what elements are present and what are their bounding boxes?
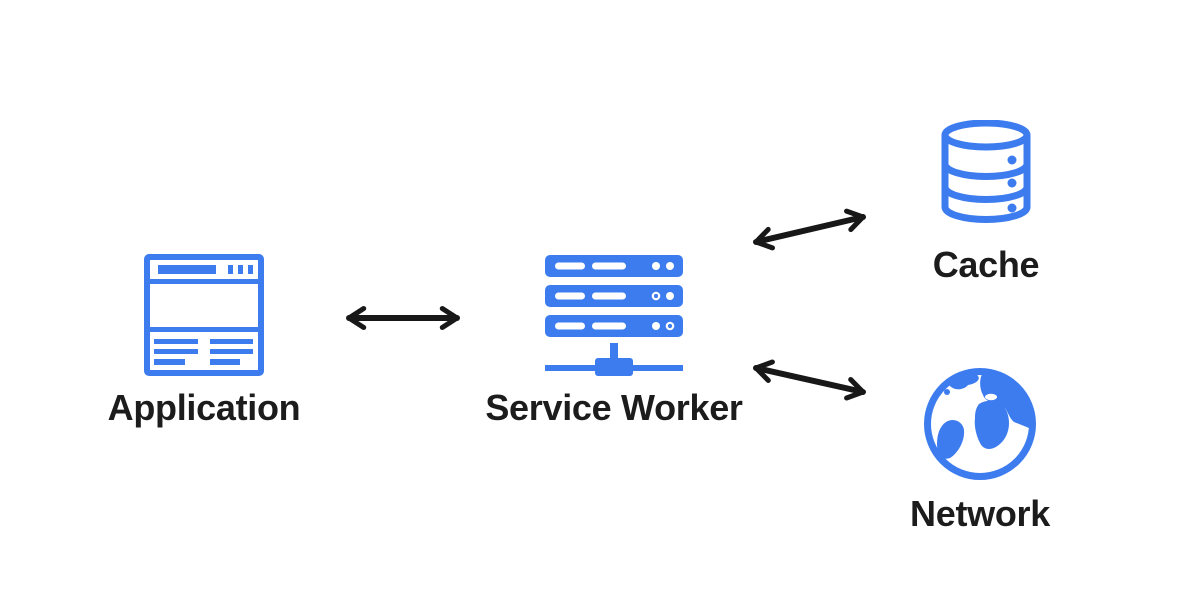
node-network: Network [830,362,1130,535]
server-stack-icon [545,255,683,376]
globe-icon [924,368,1036,480]
application-label: Application [107,387,301,428]
service-worker-label: Service Worker [485,387,743,428]
node-cache: Cache [836,120,1136,286]
browser-window-icon [144,254,264,376]
network-label: Network [910,493,1050,534]
node-application: Application [54,254,354,429]
node-service-worker: Service Worker [464,255,764,429]
database-cylinder-icon [941,120,1031,223]
cache-label: Cache [932,244,1040,285]
